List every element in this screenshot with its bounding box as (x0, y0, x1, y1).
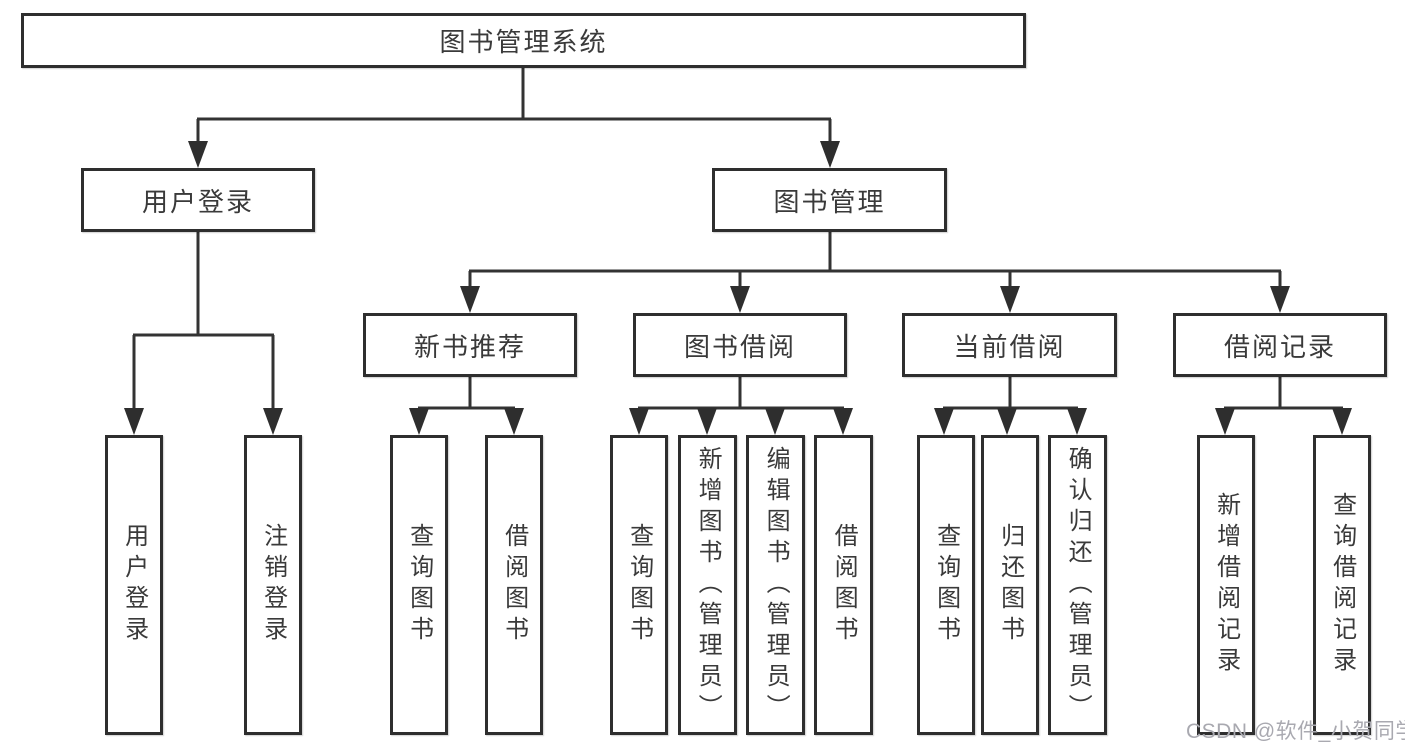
node-logout-label: 注销登录 (259, 523, 287, 647)
arrowheads (124, 141, 1352, 435)
node-query-book-current-label: 查询图书 (932, 523, 960, 647)
node-return-book-label: 归还图书 (996, 523, 1024, 647)
node-new-book-recommend: 新书推荐 (363, 313, 577, 377)
node-user-login-action-label: 用户登录 (120, 523, 148, 647)
node-user-login: 用户登录 (81, 168, 315, 232)
node-new-book-recommend-label: 新书推荐 (413, 331, 526, 362)
watermark: CSDN @软件_小贺同学 (1186, 720, 1405, 743)
node-confirm-return-admin-label: 确认归还（管理员） (1064, 445, 1092, 725)
node-book-management: 图书管理 (712, 168, 947, 232)
node-library-system-label: 图书管理系统 (439, 27, 608, 57)
node-borrow-book-borrowing: 借阅图书 (814, 435, 873, 735)
node-borrowing-records: 借阅记录 (1173, 313, 1387, 377)
node-add-borrow-record-label: 新增借阅记录 (1212, 492, 1240, 678)
node-user-login-action: 用户登录 (105, 435, 163, 735)
node-add-book-admin: 新增图书（管理员） (678, 435, 737, 735)
node-current-borrowing-label: 当前借阅 (953, 331, 1066, 362)
node-book-management-label: 图书管理 (773, 186, 886, 217)
node-query-borrow-record-label: 查询借阅记录 (1328, 492, 1356, 678)
node-query-book-borrowing-label: 查询图书 (625, 523, 653, 647)
node-book-borrowing: 图书借阅 (633, 313, 847, 377)
node-borrowing-records-label: 借阅记录 (1223, 331, 1336, 362)
node-confirm-return-admin: 确认归还（管理员） (1048, 435, 1107, 735)
node-logout: 注销登录 (244, 435, 302, 735)
node-add-borrow-record: 新增借阅记录 (1197, 435, 1255, 735)
node-query-book-current: 查询图书 (917, 435, 975, 735)
node-borrow-book-recommend: 借阅图书 (485, 435, 543, 735)
node-borrow-book-borrowing-label: 借阅图书 (830, 523, 858, 647)
node-query-book-borrowing: 查询图书 (610, 435, 668, 735)
node-current-borrowing: 当前借阅 (902, 313, 1117, 377)
node-edit-book-admin: 编辑图书（管理员） (746, 435, 805, 735)
node-query-book-recommend-label: 查询图书 (405, 523, 433, 647)
node-library-system: 图书管理系统 (21, 13, 1026, 68)
node-query-book-recommend: 查询图书 (390, 435, 448, 735)
node-edit-book-admin-label: 编辑图书（管理员） (762, 445, 790, 725)
node-return-book: 归还图书 (981, 435, 1039, 735)
node-book-borrowing-label: 图书借阅 (683, 331, 796, 362)
node-query-borrow-record: 查询借阅记录 (1313, 435, 1371, 735)
node-add-book-admin-label: 新增图书（管理员） (694, 445, 722, 725)
node-borrow-book-recommend-label: 借阅图书 (500, 523, 528, 647)
node-user-login-label: 用户登录 (141, 186, 254, 217)
